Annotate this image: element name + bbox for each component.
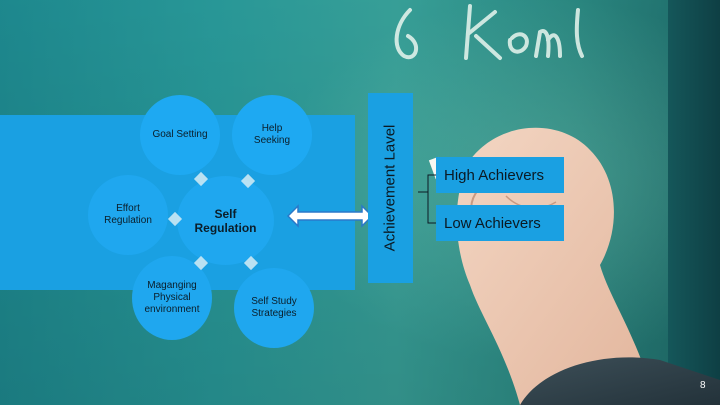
- self-study-node: Self Study Strategies: [234, 268, 314, 348]
- managing-environment-label: Maganging Physical environment: [144, 280, 200, 315]
- high-achievers-label: High Achievers: [444, 166, 545, 184]
- help-seeking-node: Help Seeking: [232, 95, 312, 175]
- low-achievers-label: Low Achievers: [444, 214, 541, 232]
- effort-regulation-label: Effort Regulation: [104, 203, 152, 226]
- effort-regulation-node: Effort Regulation: [88, 175, 168, 255]
- self-regulation-node: Self Regulation: [177, 176, 274, 265]
- board-frame: [668, 0, 720, 405]
- low-achievers-box: Low Achievers: [436, 205, 564, 241]
- goal-setting-label: Goal Setting: [152, 129, 208, 140]
- chalk-writing-graphic: [394, 4, 584, 60]
- goal-setting-node: Goal Setting: [140, 95, 220, 175]
- page-number: 8: [700, 380, 706, 391]
- achievement-bar: [368, 93, 413, 283]
- high-achievers-box: High Achievers: [436, 157, 564, 193]
- managing-environment-node: Maganging Physical environment: [132, 256, 212, 340]
- self-regulation-label: Self Regulation: [194, 206, 257, 235]
- self-study-label: Self Study Strategies: [251, 296, 297, 319]
- help-seeking-label: Help Seeking: [253, 123, 291, 146]
